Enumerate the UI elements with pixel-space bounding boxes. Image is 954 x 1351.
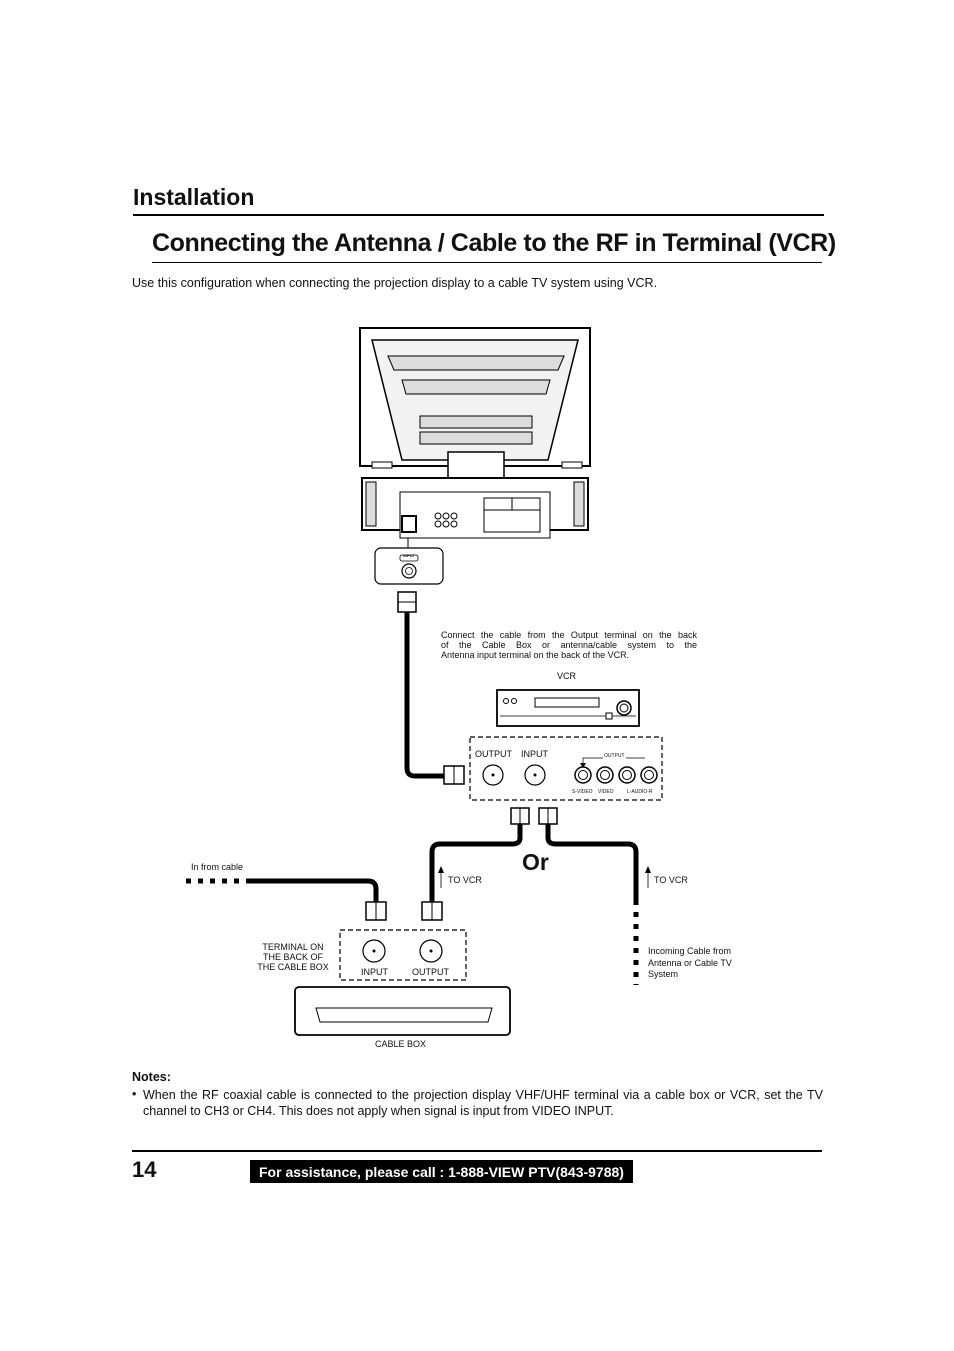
terminal-label-line: THE CABLE BOX — [257, 962, 329, 972]
cable-box-to-vcr-cable — [429, 824, 523, 902]
audio-label: L-AUDIO-R — [627, 789, 653, 795]
to-vcr-label-right: TO VCR — [654, 875, 688, 885]
incoming-cable-line — [186, 878, 379, 902]
intro-text: Use this configuration when connecting t… — [132, 276, 658, 290]
note-line: of the Cable Box or antenna/cable system… — [441, 640, 697, 650]
page-number: 14 — [132, 1157, 157, 1182]
video-label: VIDEO — [598, 789, 614, 795]
vcr-input-plugs — [510, 807, 558, 825]
note-item: When the RF coaxial cable is connected t… — [143, 1088, 823, 1118]
vcr-av-output-label: OUTPUT — [603, 753, 626, 759]
tv-to-vcr-cable — [397, 591, 465, 785]
cable-box-label: CABLE BOX — [375, 1039, 427, 1049]
tv-terminal-label: INPUT — [403, 553, 415, 558]
footer-rule — [132, 1150, 822, 1152]
note-line: Antenna input terminal on the back of th… — [441, 650, 630, 660]
cable-box-rear-panel — [339, 929, 467, 981]
tv-input-terminal-inset — [374, 547, 444, 585]
cable-box-terminal-label: TERMINAL ON THE BACK OF THE CABLE BOX — [252, 942, 334, 972]
note-bullet: • — [132, 1087, 137, 1101]
page-title: Connecting the Antenna / Cable to the RF… — [152, 229, 836, 257]
section-rule — [133, 214, 824, 216]
incoming-label-line: Incoming Cable from — [648, 946, 732, 956]
up-arrow-icon — [438, 866, 444, 888]
vcr-output-label: OUTPUT — [475, 749, 512, 759]
cable-box-icon — [294, 986, 511, 1036]
cable-box-output-label: OUTPUT — [412, 967, 449, 977]
cable-box-input-label: INPUT — [361, 967, 388, 977]
antenna-to-vcr-cable — [545, 824, 639, 985]
up-arrow-icon — [645, 866, 651, 888]
to-vcr-label-left: TO VCR — [448, 875, 482, 885]
incoming-label-line: System — [648, 969, 679, 979]
terminal-label-line: THE BACK OF — [262, 952, 323, 962]
vcr-rear-panel — [469, 736, 663, 801]
incoming-cable-label: Incoming Cable from Antenna or Cable TV … — [648, 946, 732, 981]
terminal-label-line: TERMINAL ON — [262, 942, 324, 952]
notes-heading: Notes: — [132, 1070, 171, 1084]
projection-tv-icon — [359, 327, 591, 550]
title-rule — [152, 262, 822, 263]
svideo-label: S-VIDEO — [572, 789, 593, 795]
in-from-cable-label: In from cable — [191, 862, 244, 872]
vcr-label: VCR — [557, 671, 577, 681]
or-label: Or — [522, 849, 549, 875]
incoming-label-line: Antenna or Cable TV — [648, 957, 732, 968]
assistance-banner: For assistance, please call : 1-888-VIEW… — [250, 1160, 633, 1183]
cable-box-plugs — [365, 901, 443, 921]
section-heading: Installation — [133, 184, 255, 210]
vcr-connection-note: Connect the cable from the Output termin… — [441, 630, 697, 660]
note-line: Connect the cable from the Output termin… — [441, 630, 697, 640]
vcr-input-label: INPUT — [521, 749, 548, 759]
vcr-icon — [496, 689, 640, 727]
